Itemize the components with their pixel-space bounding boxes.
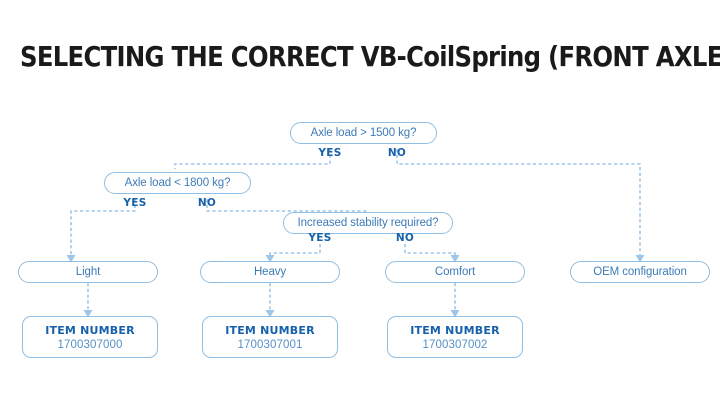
decision-increased-stability-label: Increased stability required? (297, 217, 439, 229)
decision-axle-load-1500-label: Axle load > 1500 kg? (310, 127, 417, 139)
result-heavy[interactable]: Heavy (200, 261, 340, 283)
item-number-card-light[interactable]: ITEM NUMBER 1700307000 (22, 316, 158, 358)
decision-axle-load-1800[interactable]: Axle load < 1800 kg? (104, 172, 251, 194)
result-light[interactable]: Light (18, 261, 158, 283)
decision-axle-load-1800-no-label: NO (197, 197, 217, 209)
item-number-label-light: ITEM NUMBER (45, 323, 135, 337)
page-title: SELECTING THE CORRECT VB-CoilSpring (FRO… (20, 41, 720, 73)
item-number-card-comfort[interactable]: ITEM NUMBER 1700307002 (387, 316, 523, 358)
item-number-value-comfort: 1700307002 (422, 338, 488, 351)
result-oem-configuration-label: OEM configuration (593, 266, 687, 278)
decision-increased-stability[interactable]: Increased stability required? (283, 212, 453, 234)
item-number-label-comfort: ITEM NUMBER (410, 323, 500, 337)
result-oem-configuration[interactable]: OEM configuration (570, 261, 710, 283)
decision-axle-load-1500-yes-label: YES (318, 147, 342, 159)
item-number-value-heavy: 1700307001 (237, 338, 303, 351)
wire-d3-no (404, 244, 456, 256)
item-number-value-light: 1700307000 (57, 338, 123, 351)
wire-d3-yes (269, 244, 321, 256)
item-number-card-heavy[interactable]: ITEM NUMBER 1700307001 (202, 316, 338, 358)
decision-axle-load-1500-no-label: NO (387, 147, 407, 159)
result-heavy-label: Heavy (253, 266, 287, 278)
decision-increased-stability-no-label: NO (395, 232, 415, 244)
item-number-label-heavy: ITEM NUMBER (225, 323, 315, 337)
decision-increased-stability-yes-label: YES (308, 232, 332, 244)
result-comfort[interactable]: Comfort (385, 261, 525, 283)
decision-axle-load-1800-label: Axle load < 1800 kg? (124, 177, 231, 189)
decision-axle-load-1800-yes-label: YES (123, 197, 147, 209)
wire-d1-no (396, 149, 641, 256)
result-comfort-label: Comfort (434, 266, 476, 278)
result-light-label: Light (75, 266, 101, 278)
decision-axle-load-1500[interactable]: Axle load > 1500 kg? (290, 122, 437, 144)
